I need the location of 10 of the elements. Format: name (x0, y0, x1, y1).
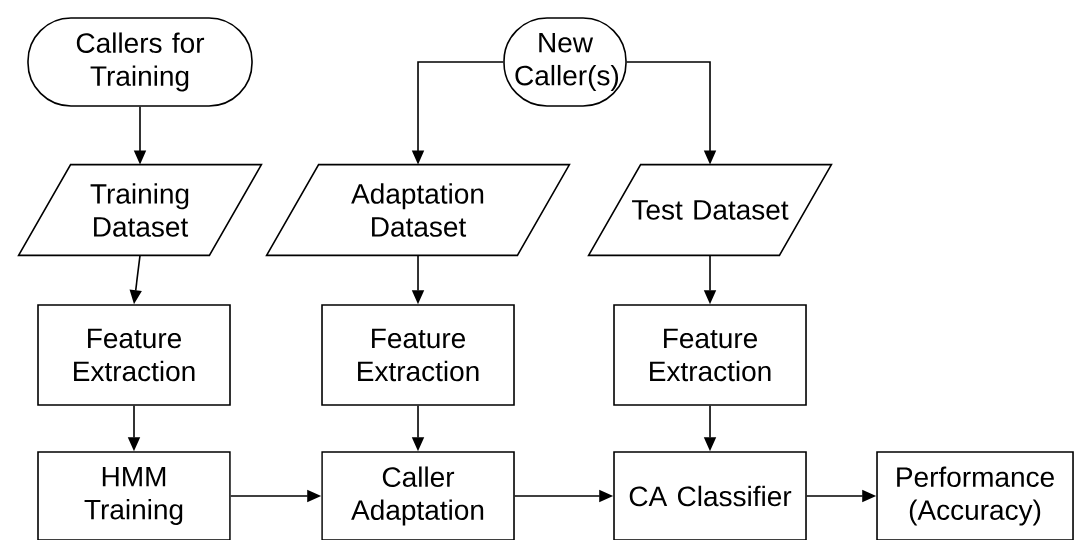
process-box: HMM Training (37, 451, 231, 540)
process-box: Feature Extraction (321, 304, 515, 406)
process-box: Performance (Accuracy) (876, 451, 1074, 540)
data-parallelogram: Test Dataset (587, 163, 833, 257)
process-box: Caller Adaptation (321, 451, 515, 540)
data-parallelogram: Adaptation Dataset (265, 163, 571, 257)
process-box: Feature Extraction (37, 304, 231, 406)
process-box: Feature Extraction (613, 304, 807, 406)
process-box: CA Classifier (613, 451, 807, 540)
data-parallelogram: Training Dataset (17, 163, 263, 257)
